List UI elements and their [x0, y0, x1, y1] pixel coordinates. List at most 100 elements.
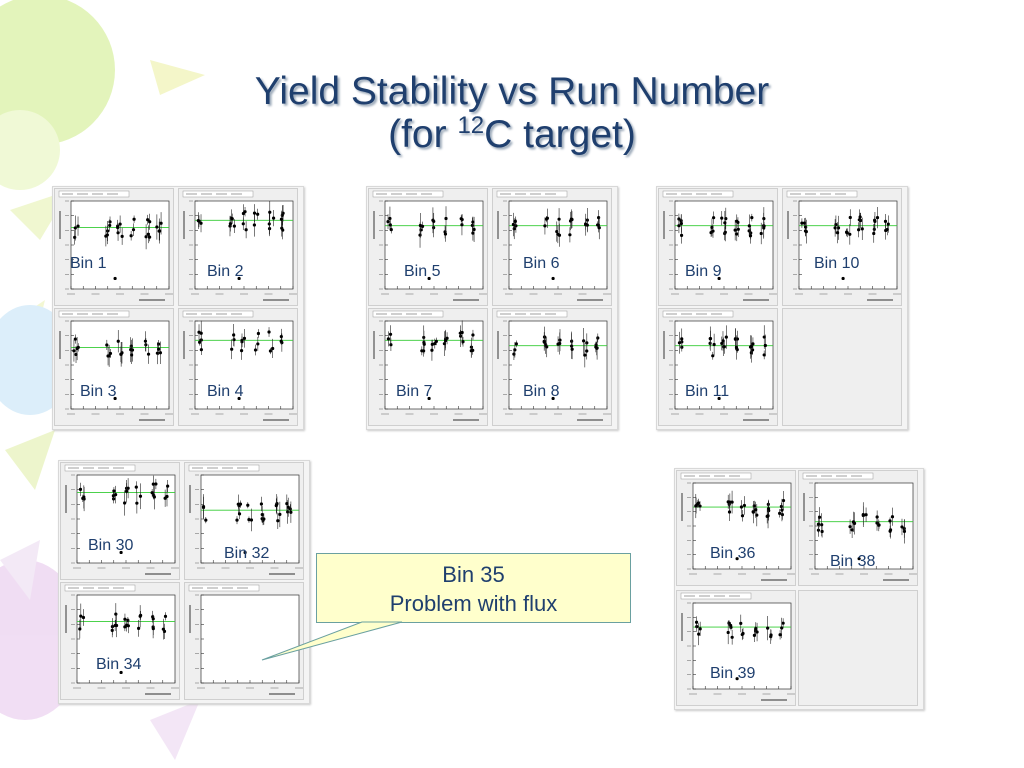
data-point — [765, 514, 769, 518]
data-point — [570, 347, 574, 351]
panel-bin-4-plot — [182, 310, 297, 421]
data-point — [289, 510, 293, 514]
data-point — [201, 505, 206, 509]
data-point — [105, 343, 109, 347]
data-point — [119, 352, 123, 356]
data-point — [129, 348, 133, 352]
data-point — [833, 226, 837, 230]
data-point — [858, 215, 862, 219]
panel-bin-36-label: Bin 36 — [710, 545, 756, 562]
data-point — [386, 337, 391, 341]
data-point — [752, 633, 757, 638]
data-point — [569, 217, 573, 221]
data-point — [274, 504, 278, 508]
data-point — [271, 216, 276, 220]
data-point — [132, 217, 136, 221]
data-point — [733, 228, 737, 232]
data-point — [697, 632, 701, 636]
data-point — [726, 500, 730, 504]
data-point — [781, 498, 786, 503]
data-point — [267, 226, 272, 231]
data-point — [196, 219, 200, 223]
data-point — [723, 221, 727, 225]
data-point — [241, 222, 245, 226]
data-point — [890, 515, 895, 519]
data-point — [134, 485, 138, 489]
data-point — [458, 331, 462, 335]
data-point — [750, 216, 754, 220]
panel-bin-35-empty-plot — [188, 584, 303, 695]
data-point — [762, 335, 766, 339]
data-point — [268, 349, 273, 353]
data-point — [158, 229, 162, 233]
outlier-point — [237, 276, 241, 281]
data-point — [694, 620, 699, 624]
outlier-point — [717, 396, 721, 401]
data-point — [144, 235, 148, 239]
data-point — [240, 340, 244, 344]
data-point — [443, 339, 448, 343]
data-point — [766, 507, 771, 511]
callout-text: Problem with flux — [389, 591, 558, 616]
data-point — [873, 219, 877, 224]
data-point — [542, 340, 546, 344]
data-point — [82, 495, 86, 499]
data-point — [852, 521, 857, 525]
outlier-point — [717, 276, 721, 281]
data-point — [155, 351, 159, 355]
data-point — [679, 233, 684, 237]
data-point — [875, 515, 879, 519]
data-point — [199, 331, 203, 335]
data-point — [120, 234, 124, 238]
data-point — [79, 614, 83, 618]
data-point — [123, 501, 127, 505]
data-point — [781, 621, 785, 625]
panel-bin-7 — [368, 308, 488, 426]
data-point — [386, 220, 390, 224]
outlier-point — [735, 557, 739, 561]
data-point — [471, 220, 475, 224]
data-point — [780, 512, 784, 517]
data-point — [232, 224, 236, 228]
panel-bin-7-label: Bin 7 — [396, 383, 433, 400]
panel-bin-6-label: Bin 6 — [523, 255, 560, 272]
data-point — [256, 212, 260, 216]
data-point — [726, 630, 730, 635]
data-point — [280, 226, 284, 230]
data-point — [720, 216, 724, 220]
data-point — [804, 229, 808, 234]
data-point — [108, 220, 112, 224]
data-point — [113, 623, 117, 628]
panel-bin-30 — [60, 462, 180, 580]
data-point — [741, 631, 745, 636]
panel-bin-9-label: Bin 9 — [685, 263, 722, 280]
data-point — [151, 617, 155, 621]
data-point — [199, 221, 203, 225]
data-point — [111, 494, 115, 498]
data-point — [230, 347, 234, 351]
data-point — [556, 342, 560, 346]
data-point — [568, 233, 572, 237]
data-point — [116, 339, 120, 343]
data-point — [256, 331, 261, 336]
data-point — [857, 228, 861, 232]
data-point — [235, 518, 239, 522]
data-point — [276, 519, 280, 523]
panel-bin-10-plot — [786, 190, 901, 301]
data-point — [769, 633, 773, 637]
data-point — [418, 233, 422, 237]
data-point — [780, 508, 784, 512]
data-point — [278, 512, 282, 516]
data-point — [166, 484, 170, 488]
data-point — [461, 340, 465, 344]
data-point — [232, 338, 236, 342]
data-point — [872, 231, 876, 236]
panel-bin-34-plot — [64, 584, 179, 695]
data-point — [252, 211, 257, 215]
data-point — [848, 525, 852, 529]
panel-bin-9-plot — [662, 190, 777, 301]
empty-panel — [798, 590, 918, 706]
data-point — [762, 226, 766, 230]
data-point — [285, 501, 289, 506]
data-point — [762, 353, 766, 357]
